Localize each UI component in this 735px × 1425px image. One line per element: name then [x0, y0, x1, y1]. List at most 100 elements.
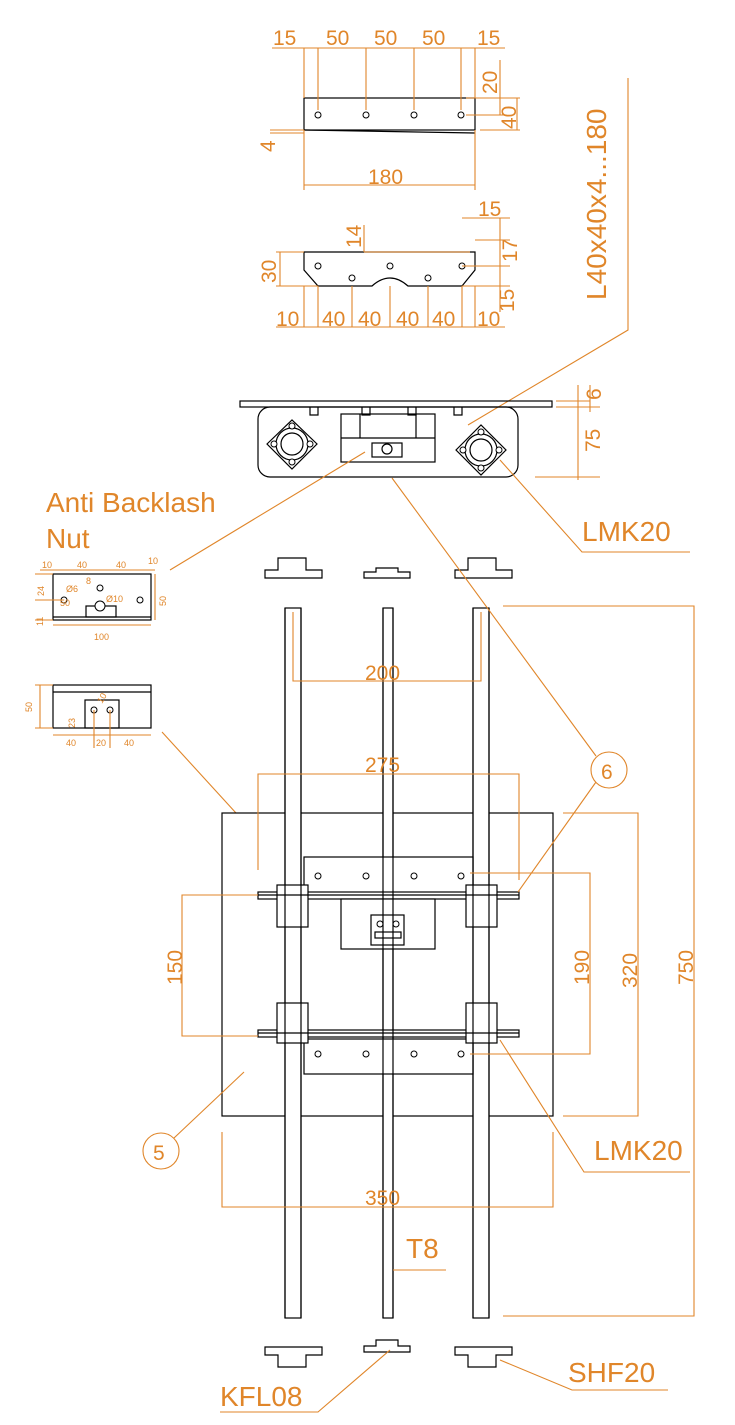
- dim-top-20: 20: [479, 71, 502, 94]
- dim-top-40: 40: [498, 106, 521, 129]
- plate-hole: [424, 274, 432, 282]
- rail-right: [472, 607, 490, 1319]
- kfl-support-bottom: [363, 1339, 411, 1353]
- dim-side-75: 75: [582, 429, 605, 452]
- dim-side-6: 6: [583, 388, 606, 400]
- angle-profile-leader: [467, 78, 629, 426]
- dim-nut-50a: 50: [60, 598, 70, 608]
- mid-plate-body: [303, 251, 476, 287]
- lead-screw: [382, 607, 394, 1319]
- dim-mid-10b: 10: [477, 308, 500, 331]
- callout-5-number: 5: [153, 1142, 165, 1165]
- top-plate-body: [303, 97, 476, 131]
- dim-top-50a: 50: [326, 27, 349, 50]
- dim-nut-d10: Ø10: [106, 594, 123, 604]
- shf-leader: [499, 1359, 668, 1391]
- dim-nut-d6: Ø6: [66, 584, 78, 594]
- dim-mid-14: 14: [343, 224, 366, 248]
- top-plate-view: 15 50 50 50 15 20 40 4 180: [257, 27, 521, 190]
- t8-label: T8: [406, 1233, 439, 1264]
- dim-nutside-40b: 40: [124, 738, 134, 748]
- lmk-block: [276, 1002, 309, 1044]
- angle-profile-label: L40x40x4...180: [581, 109, 612, 301]
- dim-mid-30: 30: [258, 260, 281, 283]
- dim-mid-40b: 40: [358, 308, 381, 331]
- dim-top-4: 4: [257, 140, 280, 152]
- dim-top-50b: 50: [374, 27, 397, 50]
- dim-nut-10b: 10: [148, 556, 158, 566]
- mid-plate-view: 15 17 14 30 10 40 40 40 40 10 15: [258, 198, 522, 331]
- kfl-support-top: [363, 567, 411, 579]
- dim-nut-40a: 40: [77, 560, 87, 570]
- nut-front-view: 10 40 40 10 24 Ø6 8 Ø10 50 50 11 100: [35, 556, 168, 642]
- lmk-block: [465, 884, 498, 928]
- dim-mid-40a: 40: [322, 308, 345, 331]
- shf-label: SHF20: [568, 1357, 655, 1388]
- dim-asm-200: 200: [365, 662, 400, 685]
- dim-nut-50b: 50: [158, 596, 168, 606]
- dim-asm-150: 150: [164, 950, 187, 985]
- side-view: 6 75: [239, 385, 606, 480]
- dim-asm-320: 320: [619, 953, 642, 988]
- plate-hole: [457, 111, 465, 119]
- dim-asm-350: 350: [365, 1187, 400, 1210]
- lmk-top-leader: [499, 459, 690, 553]
- plate-hole: [314, 262, 322, 270]
- nut-flange: [371, 442, 403, 458]
- dim-nutside-20: 20: [96, 738, 106, 748]
- lmk-block: [276, 884, 309, 928]
- dim-nut-11: 11: [35, 617, 45, 626]
- dim-nut-40b: 40: [116, 560, 126, 570]
- carriage-plate: [257, 406, 519, 478]
- dim-nutside-10: 10: [95, 691, 109, 705]
- dim-top-15a: 15: [273, 27, 296, 50]
- bearing-left: [266, 419, 318, 470]
- shaft-support-bottom-right: [454, 1346, 513, 1368]
- anti-backlash-leader: [169, 451, 366, 571]
- dim-nutside-40a: 40: [66, 738, 76, 748]
- shaft-support-top-right: [454, 557, 513, 579]
- dim-asm-275: 275: [365, 754, 400, 777]
- upper-bracket: [303, 856, 474, 895]
- anti-backlash-label-line2: Nut: [46, 523, 90, 554]
- lower-bracket: [303, 1038, 474, 1075]
- kfl-label: KFL08: [220, 1381, 303, 1412]
- dim-nutside-23: 23: [67, 718, 77, 728]
- dim-mid-17: 17: [499, 239, 522, 262]
- rail-left: [284, 607, 302, 1319]
- anti-backlash-label-line1: Anti Backlash: [46, 487, 216, 518]
- callout-6-number: 6: [601, 761, 613, 784]
- dim-nutside-50: 50: [24, 702, 34, 712]
- dim-mid-40c: 40: [396, 308, 419, 331]
- dim-top-50c: 50: [422, 27, 445, 50]
- nut-front-body: [52, 573, 152, 621]
- dim-nut-10a: 10: [42, 560, 52, 570]
- main-assembly: [221, 607, 554, 1319]
- dim-asm-750: 750: [675, 950, 698, 985]
- angle-flange: [239, 400, 553, 408]
- dim-mid-15a: 15: [478, 198, 501, 221]
- callout-5: 5: [142, 1071, 245, 1170]
- plate-hole: [314, 111, 322, 119]
- dim-mid-10a: 10: [276, 308, 299, 331]
- plate-hole: [410, 111, 418, 119]
- lmk-block: [465, 1002, 498, 1044]
- lmk-bottom-leader: [499, 1039, 690, 1173]
- plate-hole: [362, 111, 370, 119]
- dim-asm-190: 190: [571, 950, 594, 985]
- bearing-right: [455, 424, 507, 476]
- plate-hole: [348, 274, 356, 282]
- plate-hole: [386, 262, 394, 270]
- assembly-dimensions: 200 275 150 190 320 750 350: [164, 605, 698, 1317]
- shaft-support-bottom-left: [264, 1346, 323, 1368]
- dim-nut-24: 24: [36, 586, 46, 596]
- kfl-leader: [220, 1349, 391, 1413]
- callout-6: 6: [391, 477, 628, 893]
- lmk-bottom-label: LMK20: [594, 1135, 683, 1166]
- shaft-support-top-left: [264, 557, 323, 579]
- dim-top-15b: 15: [477, 27, 500, 50]
- dim-mid-15b: 15: [496, 289, 519, 312]
- dim-nut-100: 100: [94, 632, 109, 642]
